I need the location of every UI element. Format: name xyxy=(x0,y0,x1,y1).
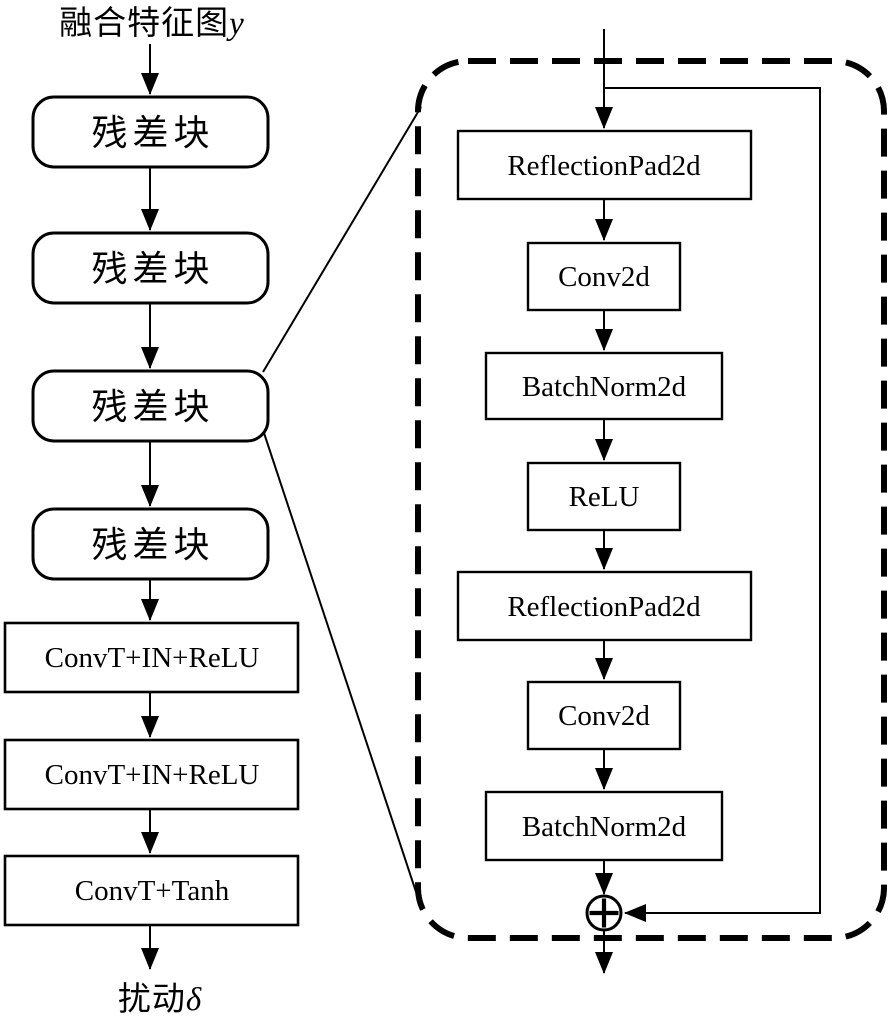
input-feature-label: 融合特征图y xyxy=(59,5,245,42)
layer-conv2d-2: Conv2d xyxy=(526,680,682,751)
convt-in-relu-1-box xyxy=(3,621,300,694)
layer-batchnorm2d-2: BatchNorm2d xyxy=(484,790,724,862)
layer-reflectionpad2d-1-label: ReflectionPad2d xyxy=(507,150,701,182)
layer-relu-box xyxy=(526,461,682,532)
residual-detail-container xyxy=(415,58,887,941)
residual-block-2-box xyxy=(31,231,270,305)
layer-batchnorm2d-1-label: BatchNorm2d xyxy=(522,371,687,403)
convt-in-relu-1: ConvT+IN+ReLU xyxy=(3,621,300,694)
residual-block-2-label: 残差块 xyxy=(91,249,214,289)
layer-reflectionpad2d-1: ReflectionPad2d xyxy=(456,129,753,201)
callout-line-top xyxy=(262,106,422,373)
layer-batchnorm2d-2-label: BatchNorm2d xyxy=(522,811,687,843)
residual-block-3-label: 残差块 xyxy=(91,387,214,427)
residual-block-2: 残差块 xyxy=(31,231,270,305)
layer-batchnorm2d-1-box xyxy=(484,351,724,421)
residual-block-4-box xyxy=(31,507,270,581)
layer-conv2d-2-box xyxy=(526,680,682,751)
layer-reflectionpad2d-2-label: ReflectionPad2d xyxy=(507,591,701,623)
residual-block-1-label: 残差块 xyxy=(91,113,214,153)
layer-reflectionpad2d-1-box xyxy=(456,129,753,201)
convt-tanh: ConvT+Tanh xyxy=(3,854,300,927)
convt-tanh-box xyxy=(3,854,300,927)
residual-block-4-label: 残差块 xyxy=(91,525,214,565)
layer-reflectionpad2d-2: ReflectionPad2d xyxy=(456,570,753,642)
residual-block-4: 残差块 xyxy=(31,507,270,581)
convt-in-relu-2-label: ConvT+IN+ReLU xyxy=(45,759,260,791)
residual-block-3-box xyxy=(31,369,270,443)
layer-conv2d-2-label: Conv2d xyxy=(558,700,650,732)
layer-batchnorm2d-2-box xyxy=(484,790,724,862)
layer-conv2d-1-box xyxy=(526,241,682,312)
perturbation-symbol: δ xyxy=(186,982,202,1018)
residual-block-1-box xyxy=(31,95,270,169)
input-feature-text: 融合特征图 xyxy=(59,5,229,42)
perturbation-text: 扰动 xyxy=(118,981,186,1018)
sum-icon xyxy=(585,894,623,932)
residual-block-1: 残差块 xyxy=(31,95,270,169)
skip-connection-arrow xyxy=(604,87,821,922)
convt-in-relu-2: ConvT+IN+ReLU xyxy=(3,738,300,811)
callout-line-bottom xyxy=(263,432,423,911)
input-feature-symbol: y xyxy=(226,6,245,42)
layer-conv2d-1-label: Conv2d xyxy=(558,261,650,293)
convt-in-relu-2-box xyxy=(3,738,300,811)
layer-batchnorm2d-1: BatchNorm2d xyxy=(484,351,724,421)
convt-tanh-label: ConvT+Tanh xyxy=(75,875,230,907)
convt-in-relu-1-label: ConvT+IN+ReLU xyxy=(45,642,260,674)
layer-conv2d-1: Conv2d xyxy=(526,241,682,312)
layer-reflectionpad2d-2-box xyxy=(456,570,753,642)
layer-relu: ReLU xyxy=(526,461,682,532)
residual-block-3: 残差块 xyxy=(31,369,270,443)
perturbation-label: 扰动δ xyxy=(118,981,202,1018)
layer-relu-label: ReLU xyxy=(569,481,640,513)
